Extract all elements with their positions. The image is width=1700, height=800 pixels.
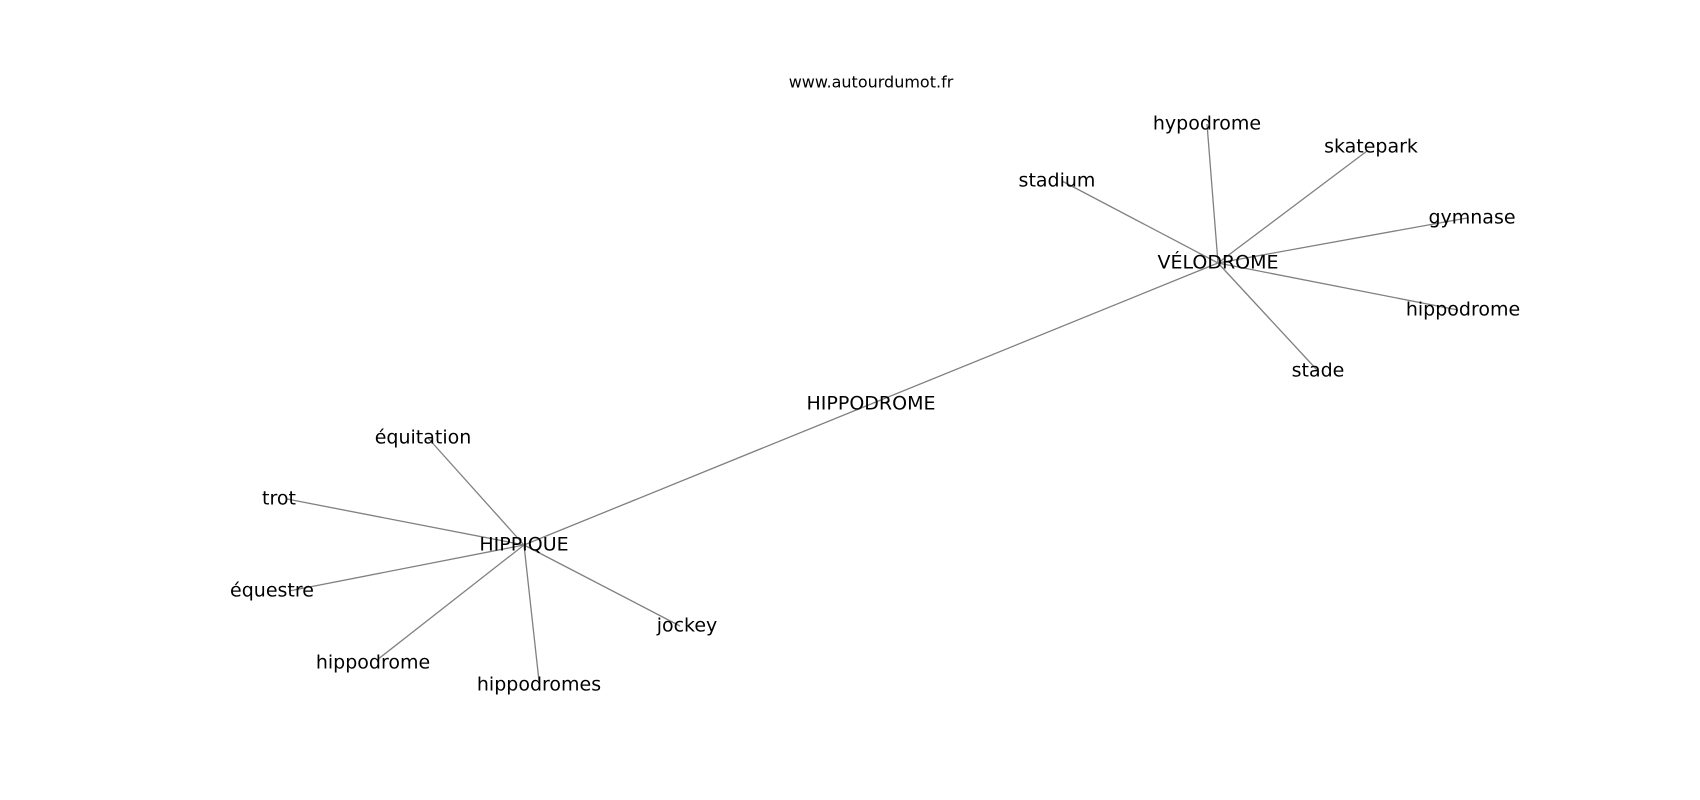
edge-velodrome-leaf xyxy=(1217,262,1319,372)
edge-hippique-leaf xyxy=(427,437,525,546)
leaf-node-label: équestre xyxy=(230,580,314,602)
edge-hippique-leaf xyxy=(523,544,540,682)
leaf-node-label: hippodrome xyxy=(1406,299,1520,321)
edge-velodrome-leaf xyxy=(1061,180,1219,264)
edge-velodrome-leaf xyxy=(1217,150,1368,264)
leaf-node-label: hippodrome xyxy=(316,652,430,674)
leaf-node-label: stade xyxy=(1292,360,1345,382)
edge-hippique-leaf xyxy=(288,544,525,592)
edge-hippique-leaf xyxy=(286,498,525,546)
edge-velodrome-leaf xyxy=(1217,262,1459,311)
leaf-node-label: équitation xyxy=(375,427,472,449)
leaf-node-label: hypodrome xyxy=(1153,113,1261,135)
edge-hippique-leaf xyxy=(376,544,525,661)
leaf-node-label: jockey xyxy=(656,615,718,637)
source-watermark: www.autourdumot.fr xyxy=(789,73,954,92)
leaf-node-label: hippodromes xyxy=(477,674,601,696)
center-node-label: HIPPODROME xyxy=(807,393,936,415)
leaf-node-label: stadium xyxy=(1019,170,1096,192)
edge-velodrome-leaf xyxy=(1217,217,1468,264)
leaf-node-label: gymnase xyxy=(1428,207,1515,229)
graph-edges xyxy=(286,123,1468,682)
edge-center-hippique xyxy=(523,403,872,546)
edge-hippique-leaf xyxy=(523,544,681,627)
edge-velodrome-leaf xyxy=(1206,123,1219,264)
edge-velodrome-center xyxy=(870,262,1219,405)
hub-node-label-velodrome: VÉLODROME xyxy=(1157,251,1278,274)
leaf-node-label: trot xyxy=(262,488,296,510)
hub-node-label-hippique: HIPPIQUE xyxy=(479,534,568,556)
leaf-node-label: skatepark xyxy=(1324,136,1418,158)
